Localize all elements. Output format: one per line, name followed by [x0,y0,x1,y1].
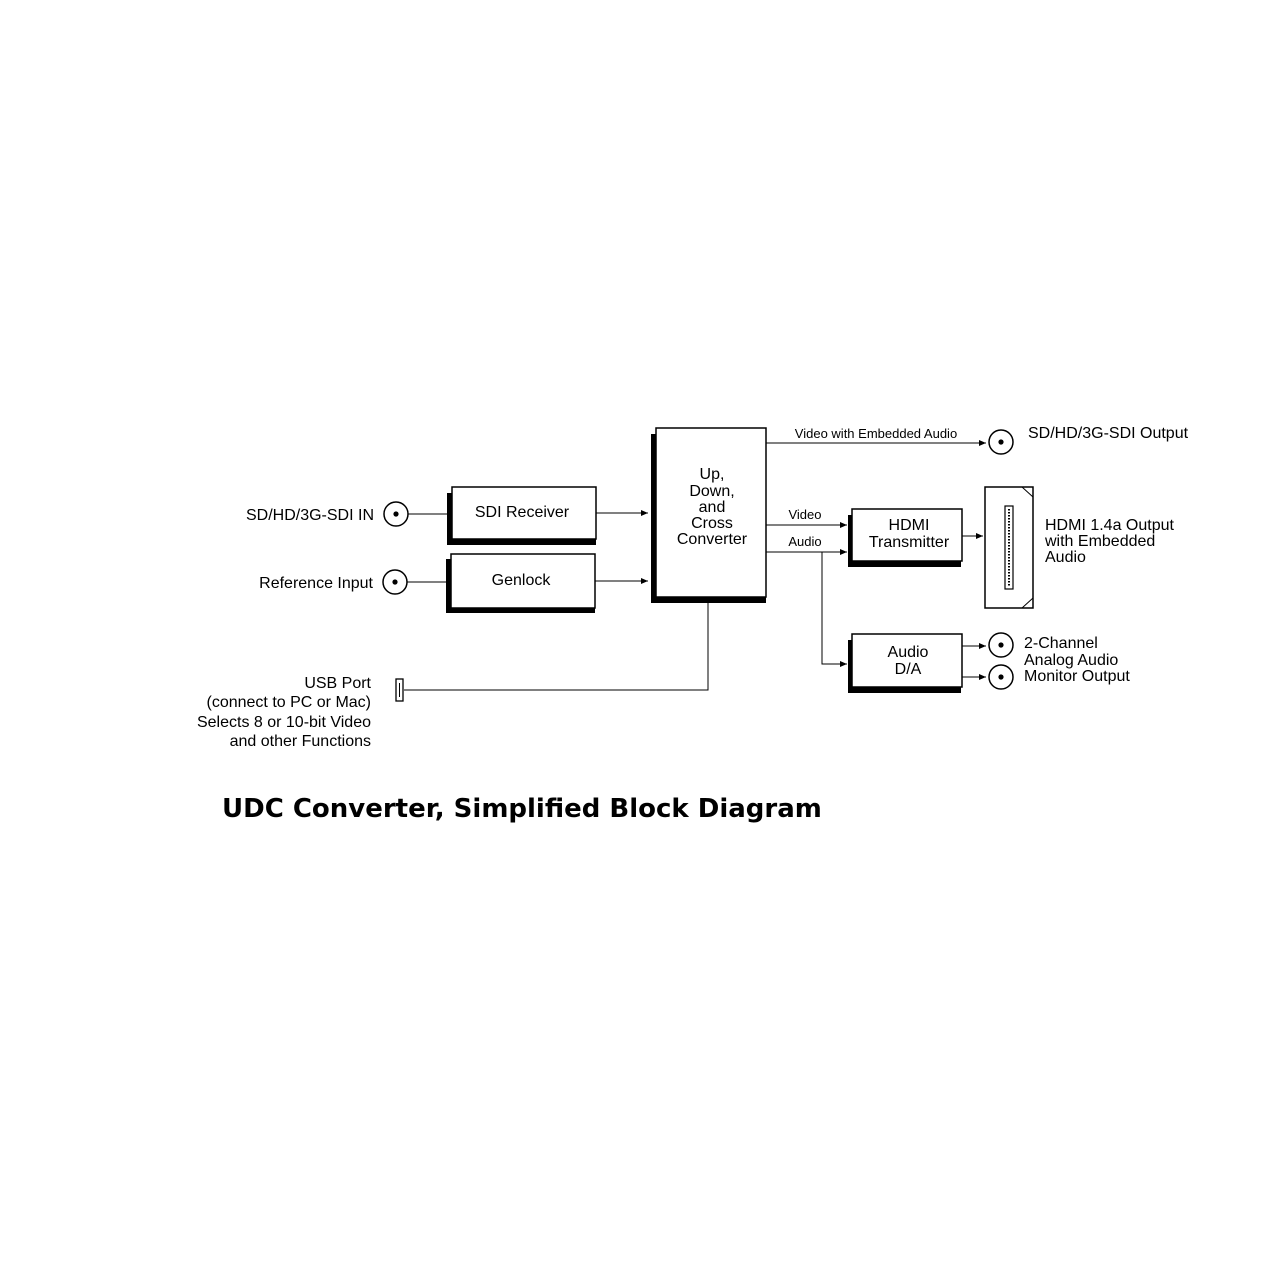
sdi-in-connector-icon [383,501,409,527]
sdi-out-connector-icon [988,429,1014,455]
converter-block: Up, Down, and Cross Converter [651,427,767,603]
audio-signal-label: Audio [788,534,821,549]
hdmi-transmitter-label-line-2: Transmitter [869,534,950,551]
converter-label-line-3: and [699,499,726,516]
converter-label-line-2: Down, [689,483,734,500]
diagram-caption: UDC Converter, Simplified Block Diagram [222,794,822,824]
usb-label-line-3: Selects 8 or 10-bit Video [197,714,371,731]
usb-label-line-4: and other Functions [230,733,371,750]
audio-da-block: Audio D/A [848,633,963,693]
hdmi-out-label-line-2: with Embedded [1044,533,1155,550]
hdmi-port-icon [984,486,1034,609]
genlock-block: Genlock [446,553,596,613]
hdmi-out-label-line-3: Audio [1045,549,1086,566]
analog-out-label-line-3: Monitor Output [1024,668,1130,685]
video-embedded-audio-label: Video with Embedded Audio [795,426,957,441]
analog-out-label-line-2: Analog Audio [1024,652,1118,669]
analog-out-right-connector-icon [988,664,1014,690]
analog-out-label-line-1: 2-Channel [1024,635,1098,652]
hdmi-transmitter-label-line-1: HDMI [889,517,930,534]
converter-label-line-5: Converter [677,531,748,548]
sdi-out-label: SD/HD/3G-SDI Output [1028,425,1189,442]
hdmi-out-label-line-1: HDMI 1.4a Output [1045,517,1175,534]
sdi-receiver-block: SDI Receiver [447,486,597,545]
usb-port-icon [395,678,404,702]
usb-label-line-2: (connect to PC or Mac) [207,694,372,711]
audio-da-label-line-2: D/A [895,661,922,678]
reference-input-connector-icon [382,569,408,595]
usb-label-line-1: USB Port [304,675,371,692]
converter-label-line-1: Up, [700,466,725,483]
video-signal-label: Video [788,507,821,522]
sdi-receiver-label: SDI Receiver [475,504,570,521]
genlock-label: Genlock [492,572,552,589]
sdi-in-label: SD/HD/3G-SDI IN [246,507,374,524]
analog-out-left-connector-icon [988,632,1014,658]
audio-da-label-line-1: Audio [888,644,929,661]
hdmi-transmitter-block: HDMI Transmitter [848,508,963,567]
reference-input-label: Reference Input [259,575,373,592]
converter-label-line-4: Cross [691,515,733,532]
